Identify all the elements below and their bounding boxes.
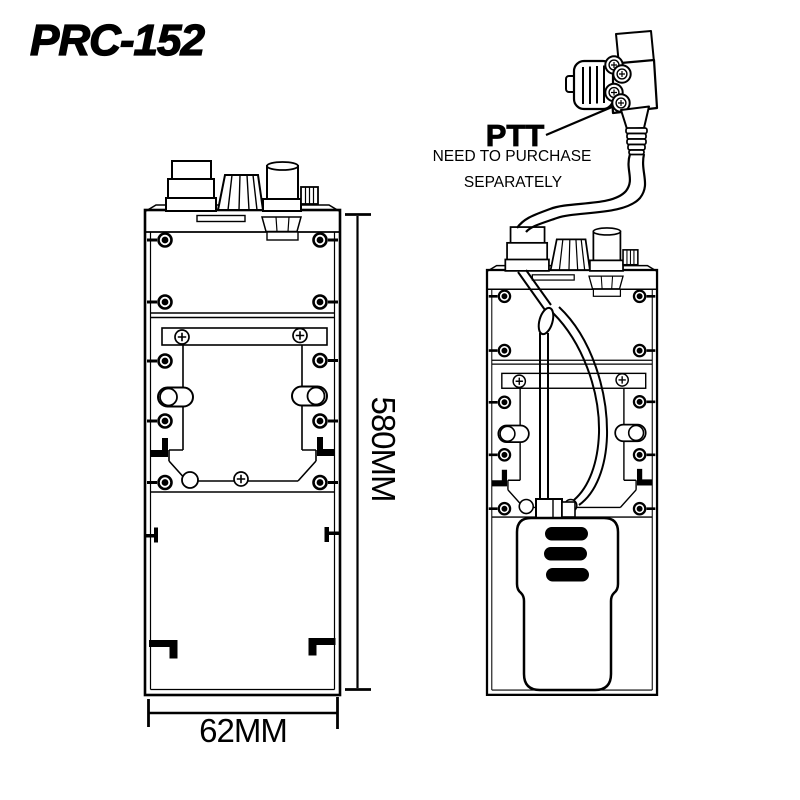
left-radio-diagram <box>145 161 340 695</box>
corner-bracket-left <box>149 640 178 659</box>
ptt-note-line1: NEED TO PURCHASE <box>432 148 592 165</box>
handheld-radio-diagram <box>515 516 620 692</box>
ptt-connector-diagram <box>565 30 659 156</box>
mount-tab-mark-right <box>324 527 339 542</box>
height-dimension-line <box>345 213 371 691</box>
ptt-cable-external <box>516 153 647 233</box>
radio-cable-internal <box>517 269 609 519</box>
speaker-slot <box>544 547 587 561</box>
ptt-leader-line <box>545 105 613 137</box>
ptt-label: PTT <box>485 118 545 154</box>
mount-tab-mark-left <box>146 527 158 543</box>
width-dimension-label: 62MM <box>199 712 288 749</box>
product-title: PRC-152 <box>29 15 205 65</box>
width-dimension-line <box>147 697 339 729</box>
ptt-note-line2: SEPARATELY <box>463 174 563 191</box>
height-dimension-label: 580MM <box>365 396 402 502</box>
speaker-slot <box>546 568 589 582</box>
corner-bracket-right <box>308 638 336 656</box>
speaker-slot <box>545 527 588 541</box>
